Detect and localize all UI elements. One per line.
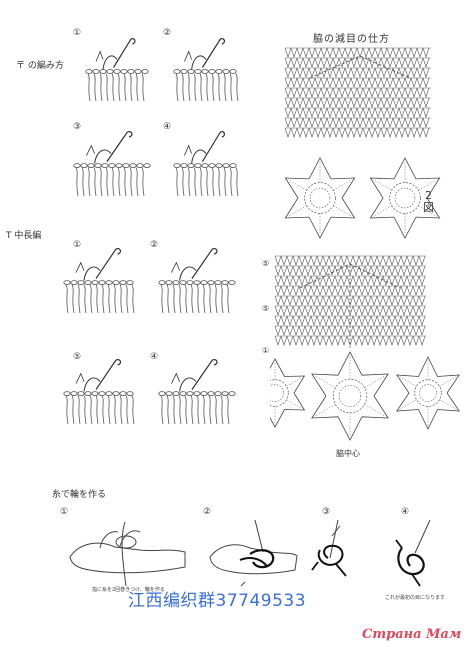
section-2-title: 中長編 — [14, 231, 42, 241]
step-b1-number: ① — [73, 240, 82, 250]
ring-step-1-number: ① — [60, 507, 69, 517]
ring-caption-right: これが最初の目になります — [385, 595, 446, 601]
ring-caption-left: 指に糸を2回巻きつけ、輪を作る — [92, 587, 165, 593]
figure-word: 図 — [423, 200, 434, 214]
swatch-illustration-b2 — [155, 245, 237, 317]
ring-step-4-number: ④ — [401, 507, 410, 517]
swatch-illustration-a4 — [170, 128, 242, 200]
star-motifs — [270, 157, 460, 441]
ring-step-3-number: ③ — [322, 507, 331, 517]
step-a2-number: ② — [163, 28, 172, 38]
stitch-symbol-icon: 〒 — [16, 61, 26, 71]
ring-section-title: 糸で輪を作る — [52, 490, 107, 500]
step-a3-number: ③ — [73, 122, 82, 132]
section-2-heading: T 中長編 — [6, 228, 41, 241]
hdc-symbol-icon: T — [6, 231, 12, 241]
step-b3-number: ⑤ — [73, 352, 82, 362]
site-logo: Страна Мам — [362, 627, 462, 642]
diagram-title: 脇の減目の仕方 — [313, 34, 390, 45]
step-b4-number: ④ — [150, 352, 159, 362]
row-marker-mid: ⑤ — [262, 304, 270, 313]
crochet-chart-diagram — [270, 47, 460, 441]
ring-step-2-number: ② — [203, 507, 212, 517]
section-1-heading: 〒 の編み方 — [16, 58, 64, 71]
step-a4-number: ④ — [163, 122, 172, 132]
step-a1-number: ① — [73, 28, 82, 38]
row-marker-low: ① — [262, 346, 270, 355]
step-b2-number: ② — [150, 240, 159, 250]
loop-illustration-3 — [311, 519, 347, 577]
watermark-text: 江西编织群37749533 — [128, 591, 307, 611]
hand-illustration-1 — [69, 521, 186, 587]
swatch-illustration-b1 — [60, 245, 140, 317]
center-label: 脇中心 — [336, 449, 360, 458]
stitch-rows — [274, 47, 431, 350]
section-1-title: の編み方 — [27, 61, 64, 71]
swatch-illustration-a2 — [170, 35, 242, 105]
swatch-illustration-b4 — [155, 356, 237, 428]
swatch-illustration-b3 — [60, 356, 140, 428]
swatch-illustration-a3 — [70, 128, 152, 200]
hand-illustration-2 — [209, 519, 298, 587]
swatch-illustration-a1 — [82, 35, 152, 105]
loop-illustration-4 — [395, 519, 431, 587]
row-marker-top: ⑤ — [262, 259, 270, 268]
